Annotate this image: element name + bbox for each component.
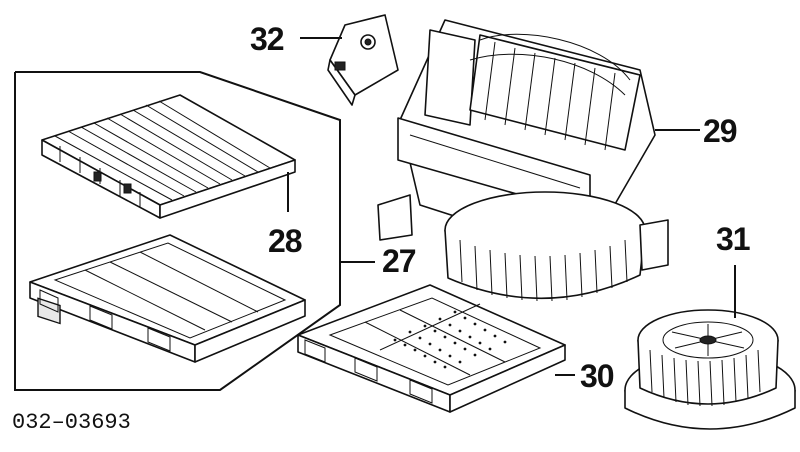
- part-27-filter-frame: [29, 234, 306, 363]
- part-28-air-filter: [41, 94, 296, 219]
- part-29-blower-housing: [377, 19, 700, 302]
- callout-30: 30: [580, 358, 614, 394]
- part-31-blower-motor: [624, 265, 796, 430]
- callout-28: 28: [268, 223, 302, 259]
- part-30-filter-frame: [297, 284, 566, 413]
- callout-32: 32: [250, 21, 284, 57]
- callout-29: 29: [703, 113, 737, 149]
- leader-lines: [340, 261, 575, 376]
- callout-31: 31: [716, 221, 750, 257]
- kit-outline-27: [14, 71, 341, 391]
- catalog-number: 032–03693: [12, 410, 131, 435]
- part-32-actuator: [300, 14, 399, 106]
- callout-27: 27: [382, 243, 416, 279]
